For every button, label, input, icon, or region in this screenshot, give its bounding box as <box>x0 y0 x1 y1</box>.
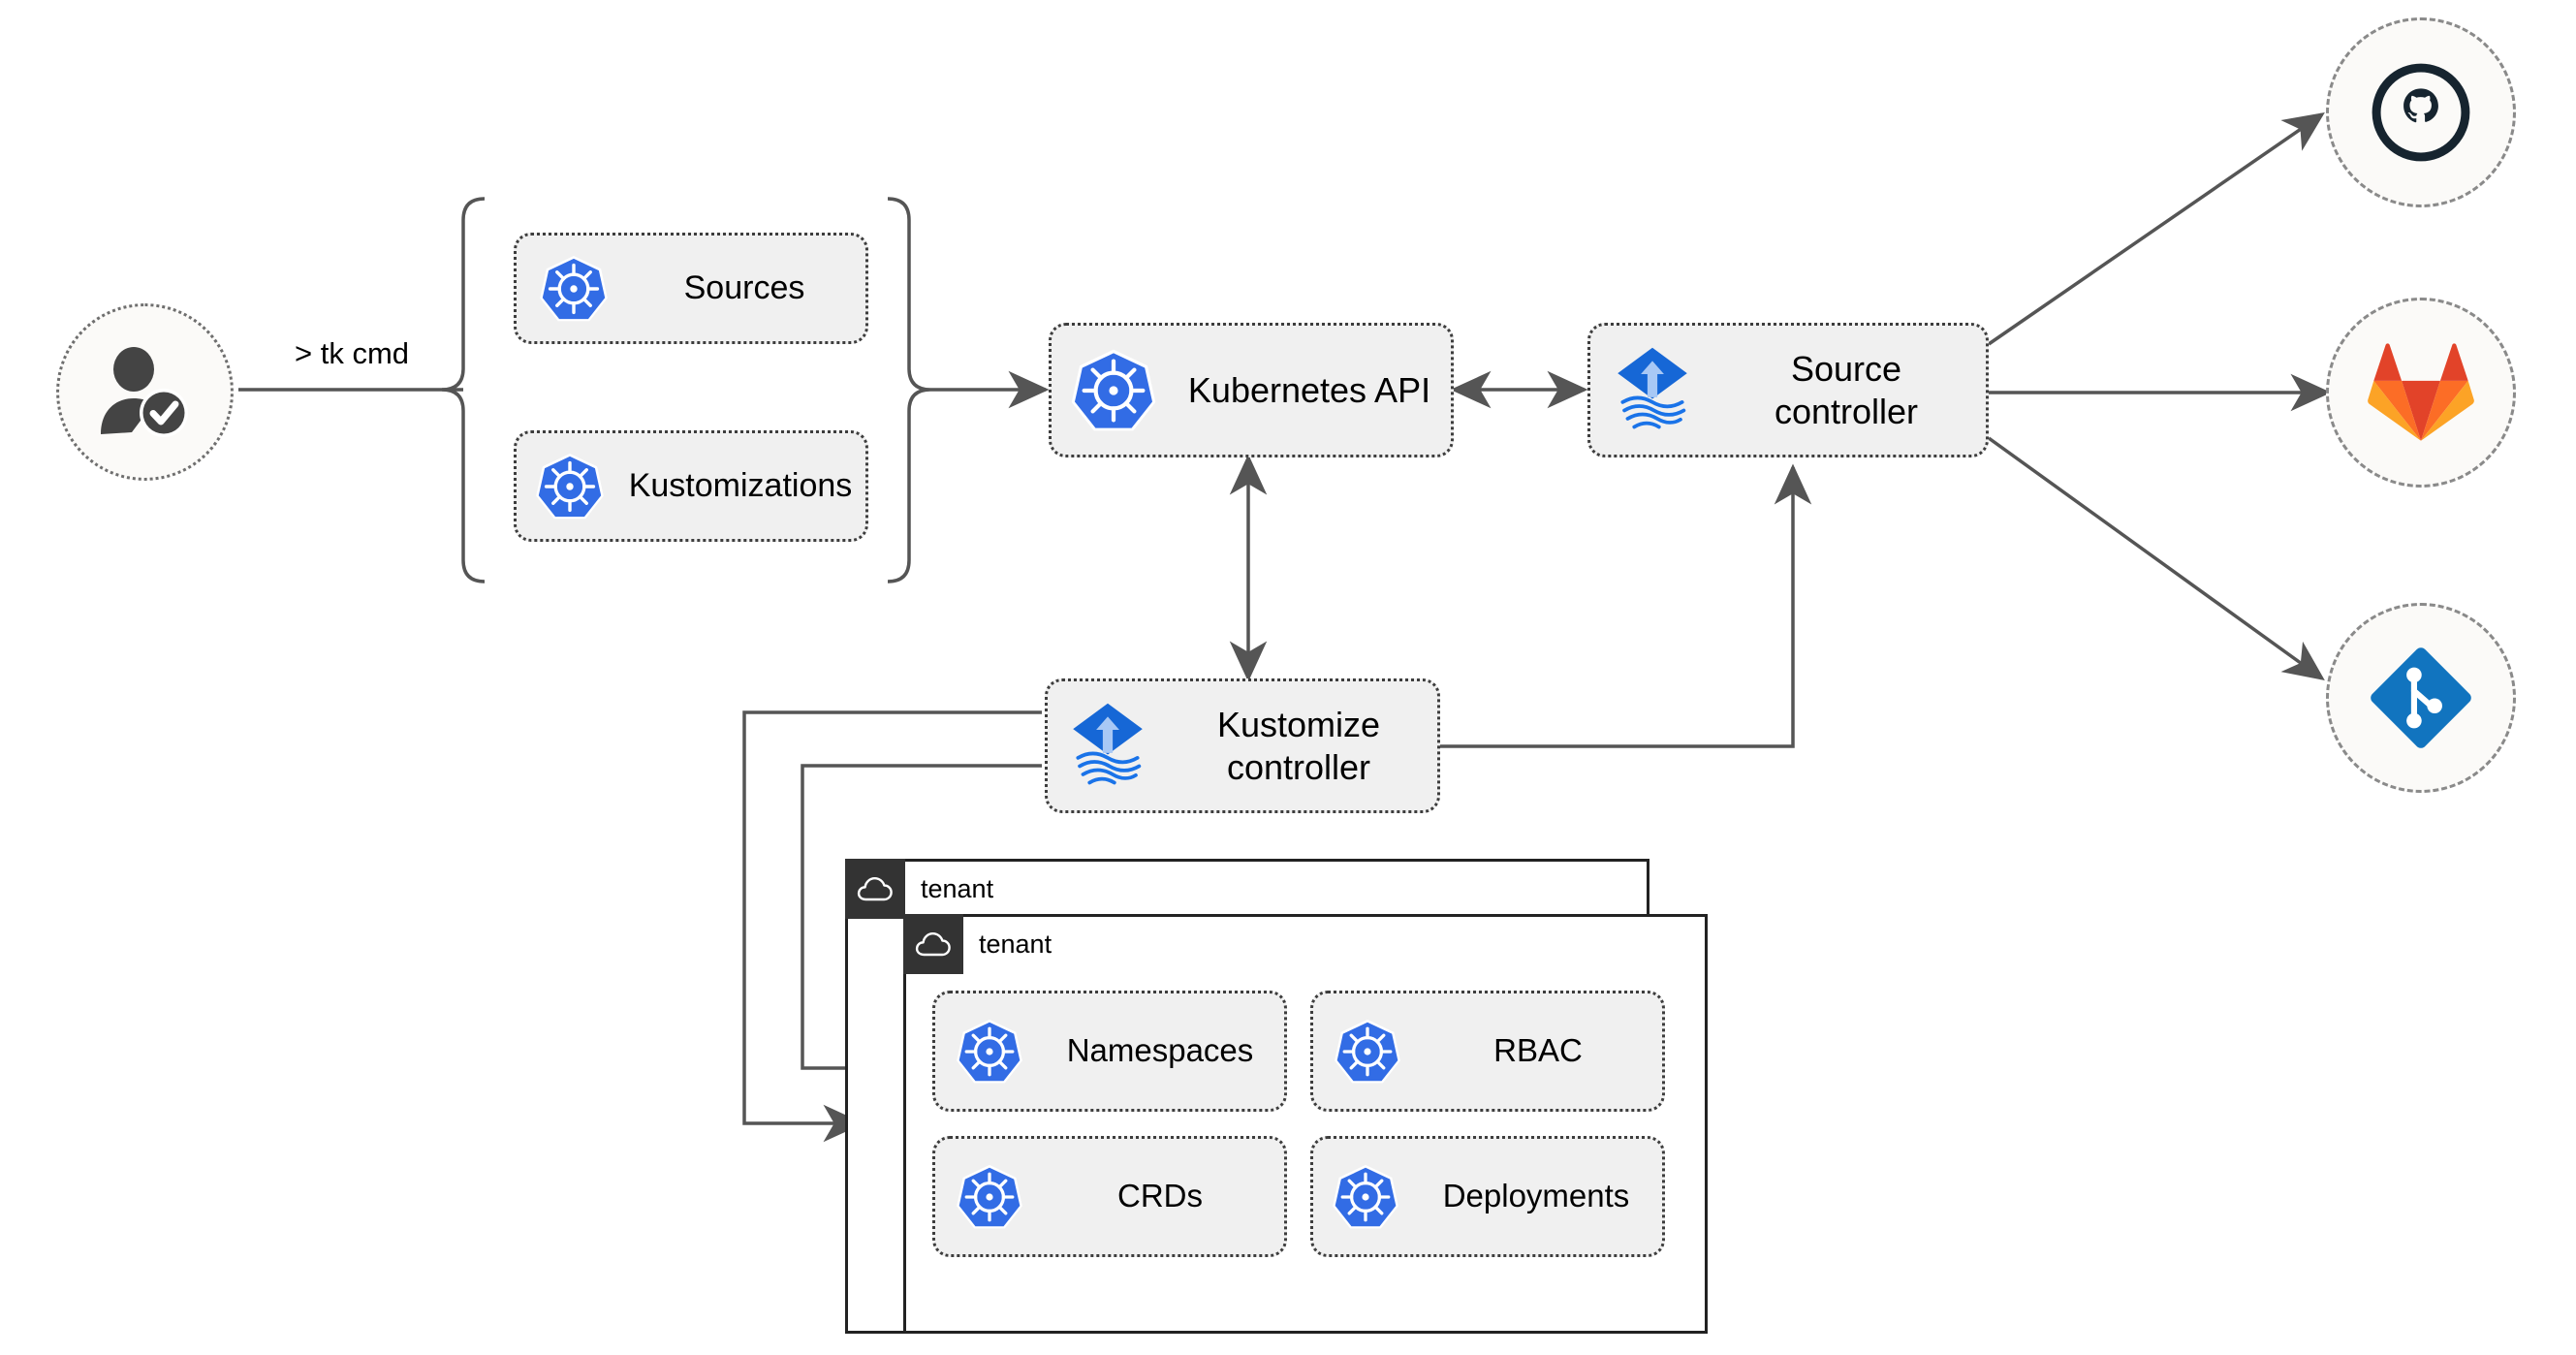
edge-kustomize-to-source-controller <box>1439 463 1812 748</box>
tenant-tab-inner: tenant <box>903 914 1052 974</box>
brace-right <box>887 197 931 583</box>
tenant-label-inner: tenant <box>979 929 1052 959</box>
provider-gitlab[interactable] <box>2326 298 2516 488</box>
node-kustomizations-label: Kustomizations <box>628 466 853 504</box>
flux-icon <box>1048 702 1168 791</box>
node-source-controller-label: Source controller <box>1774 348 1919 431</box>
kubernetes-icon <box>1052 346 1176 435</box>
command-label: > tk cmd <box>295 336 410 370</box>
cloud-icon <box>903 914 963 974</box>
kubernetes-icon <box>517 451 623 522</box>
kubernetes-icon <box>935 1017 1044 1087</box>
node-crds[interactable]: CRDs <box>932 1136 1287 1257</box>
user-check-icon <box>100 346 188 437</box>
node-rbac-label: RBAC <box>1493 1032 1583 1069</box>
node-source-controller[interactable]: Source controller <box>1587 323 1989 457</box>
provider-git[interactable] <box>2326 603 2516 793</box>
kubernetes-icon <box>1313 1162 1418 1232</box>
kubernetes-icon <box>517 253 631 325</box>
node-kustomizations[interactable]: Kustomizations <box>514 430 868 542</box>
cloud-icon <box>845 859 905 919</box>
node-kustomize-controller[interactable]: Kustomize controller <box>1045 678 1440 813</box>
git-icon <box>2371 647 2471 748</box>
kubernetes-icon <box>935 1162 1044 1232</box>
node-namespaces-label: Namespaces <box>1066 1032 1254 1069</box>
brace-left <box>441 197 486 583</box>
node-kubernetes-api-label: Kubernetes API <box>1187 369 1431 410</box>
node-namespaces[interactable]: Namespaces <box>932 991 1287 1112</box>
github-icon <box>2372 63 2470 162</box>
user-avatar[interactable] <box>56 303 234 481</box>
node-deployments[interactable]: Deployments <box>1310 1136 1665 1257</box>
tenant-card-inner[interactable]: tenant <box>903 914 1708 1334</box>
node-sources[interactable]: Sources <box>514 233 868 344</box>
tenant-tab-outer: tenant <box>845 859 993 919</box>
provider-github[interactable] <box>2326 17 2516 207</box>
node-rbac[interactable]: RBAC <box>1310 991 1665 1112</box>
gitlab-icon <box>2368 343 2474 441</box>
tenant-label-outer: tenant <box>921 873 994 903</box>
node-kubernetes-api[interactable]: Kubernetes API <box>1049 323 1454 457</box>
node-deployments-label: Deployments <box>1442 1178 1630 1214</box>
edge-source-to-git <box>1987 436 2325 681</box>
kubernetes-icon <box>1313 1017 1422 1087</box>
node-kustomize-controller-label: Kustomize controller <box>1216 704 1381 787</box>
node-sources-label: Sources <box>683 268 805 306</box>
edge-source-to-github <box>1988 112 2325 346</box>
node-crds-label: CRDs <box>1117 1178 1203 1214</box>
flux-icon <box>1590 346 1714 435</box>
